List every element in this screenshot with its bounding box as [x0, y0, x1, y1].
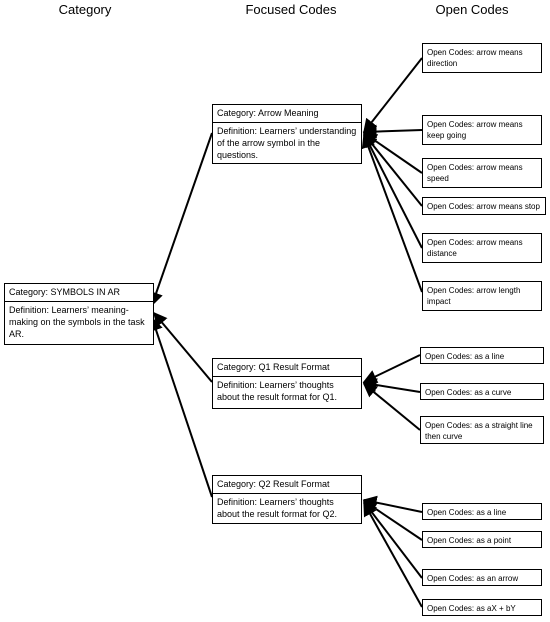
category-column-header: Category: [58, 2, 112, 17]
arrow-root-from-arrow-meaning: [149, 132, 213, 307]
focused-title: Category: Q2 Result Format: [213, 476, 361, 494]
focused-definition: Definition: Learners’ thoughts about the…: [217, 380, 338, 402]
arrow-am-from-open-5: [363, 132, 423, 249]
root-category-box: Category: SYMBOLS IN AR Definition: Lear…: [4, 283, 154, 345]
open-code-box: Open Codes: as a point: [422, 531, 542, 548]
arrow-am-from-open-6: [361, 133, 423, 293]
arrow-am-from-open-1: [363, 57, 423, 134]
open-code-box: Open Codes: as a line: [420, 347, 544, 364]
open-code-box: Open Codes: as a curve: [420, 383, 544, 400]
focused-box-arrow-meaning: Category: Arrow Meaning Definition: Lear…: [212, 104, 362, 164]
open-code-box: Open Codes: as a line: [422, 503, 542, 520]
arrow-am-from-open-4: [363, 132, 423, 207]
focused-definition: Definition: Learners’ understanding of t…: [217, 126, 357, 160]
arrow-q2-from-open-3: [363, 500, 423, 579]
open-code-box: Open Codes: arrow means direction: [422, 43, 542, 73]
focused-title: Category: Q1 Result Format: [213, 359, 361, 377]
open-codes-column-header: Open Codes: [435, 2, 509, 17]
arrow-q2-from-open-4: [363, 501, 423, 608]
arrow-root-from-q1: [153, 311, 213, 383]
arrow-am-from-open-2: [362, 124, 423, 139]
open-code-box: Open Codes: arrow means keep going: [422, 115, 542, 145]
open-code-box: Open Codes: arrow means stop: [422, 197, 546, 215]
open-code-box: Open Codes: arrow length impact: [422, 281, 542, 311]
arrow-root-from-q2: [149, 316, 213, 498]
focused-codes-column-header: Focused Codes: [245, 2, 337, 17]
open-code-box: Open Codes: arrow means distance: [422, 233, 542, 263]
root-category-title: Category: SYMBOLS IN AR: [5, 284, 153, 302]
focused-title: Category: Arrow Meaning: [213, 105, 361, 123]
focused-definition: Definition: Learners’ thoughts about the…: [217, 497, 338, 519]
open-code-box: Open Codes: as aX + bY: [422, 599, 542, 616]
arrow-q1-from-open-1: [362, 354, 421, 383]
open-code-box: Open Codes: as a straight line then curv…: [420, 416, 544, 444]
arrow-q1-from-open-3: [362, 383, 421, 431]
focused-box-q1-result-format: Category: Q1 Result Format Definition: L…: [212, 358, 362, 409]
focused-box-q2-result-format: Category: Q2 Result Format Definition: L…: [212, 475, 362, 524]
root-category-definition: Definition: Learners’ meaning-making on …: [9, 305, 145, 339]
open-code-box: Open Codes: as an arrow: [422, 569, 542, 586]
open-code-box: Open Codes: arrow means speed: [422, 158, 542, 188]
